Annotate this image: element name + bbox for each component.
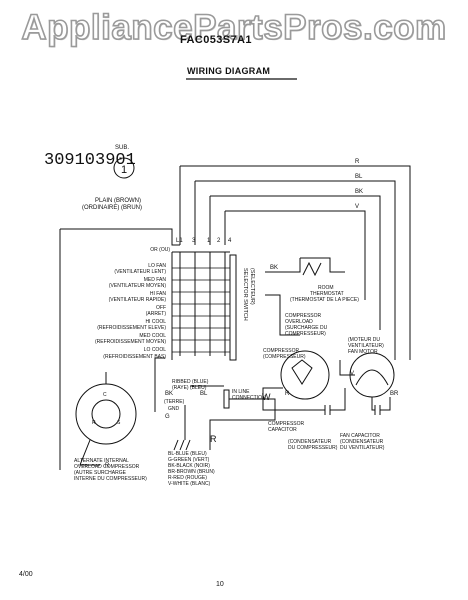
ground-2: GND — [168, 406, 180, 412]
terminal-2: 2 — [217, 238, 221, 244]
pos-lo-cool-fr: (REFROIDISSEMENT BAS) — [103, 354, 166, 360]
comp-term-r: R — [92, 420, 96, 426]
terminal-1: 1 — [207, 238, 211, 244]
overload-2: OVERLOAD — [285, 319, 313, 325]
legend-v: V-WHITE (BLANC) — [168, 481, 211, 487]
wire-label-bk2: BK — [270, 265, 278, 271]
wire-label-bl: BL — [355, 174, 363, 180]
wire-label-r: R — [355, 159, 360, 165]
wire-label-bk3: BK — [165, 391, 173, 397]
inline-1: IN LINE — [232, 389, 250, 395]
wire-label-v2: V — [350, 371, 354, 377]
diagram-title: WIRING DIAGRAM — [187, 66, 271, 76]
comp-cap-4: DU COMPRESSEUR) — [288, 445, 338, 451]
legend-r: R-RED (ROUGE) — [168, 475, 207, 481]
wire-label-v: V — [355, 204, 359, 210]
pos-med-fan-fr: (VENTILATEUR MOYEN) — [109, 283, 166, 289]
ribbed-2: (RAYE) (BLEU) — [172, 385, 207, 391]
pos-hi-cool: HI COOL — [145, 319, 166, 325]
overload-3: (SURCHARGE DU — [285, 325, 328, 331]
comp-term-s: S — [117, 420, 121, 426]
alternate-1: ALTERNATE INTERNAL — [74, 458, 129, 464]
fan-motor-2: VENTILATEUR) — [348, 343, 384, 349]
footer-date: 4/00 — [19, 571, 33, 578]
fan-motor-1: (MOTEUR DU — [348, 337, 380, 343]
model-number: FAC053S7A1 — [180, 34, 252, 46]
pos-lo-cool: LO COOL — [144, 347, 166, 353]
switch-label-1: SELECTOR SWITCH — [242, 268, 248, 321]
legend-bl: BL-BLUE (BLEU) — [168, 451, 207, 457]
pos-or: OR (OU) — [150, 247, 170, 253]
thermostat-1: ROOM — [318, 285, 334, 291]
wire-label-r3: R — [210, 434, 217, 444]
part-number: 309103901 — [44, 151, 136, 170]
pos-med-cool: MED COOL — [139, 333, 166, 339]
pos-hi-fan-fr: (VENTILATEUR RAPIDE) — [109, 297, 167, 303]
wire-label-r4: R — [105, 463, 110, 469]
pos-med-fan: MED FAN — [144, 277, 167, 283]
pos-off-fr: (ARRET) — [146, 311, 167, 317]
plain-line2: (ORDINAIRE) (BRUN) — [82, 205, 142, 211]
legend-g: G-GREEN (VERT) — [168, 457, 210, 463]
wire-label-r2: R — [285, 391, 290, 397]
wire-label-br: BR — [390, 391, 399, 397]
comp-term-c: C — [103, 392, 107, 398]
sub-value: 1 — [121, 164, 127, 176]
fan-cap-2: (CONDENSATEUR — [340, 439, 384, 445]
comp-cap-1: COMPRESSOR — [268, 421, 305, 427]
overload-4: COMPRESSEUR) — [285, 331, 326, 337]
inline-2: CONNECTION — [232, 395, 266, 401]
fan-cap-3: DU VENTILATEUR) — [340, 445, 385, 451]
thermostat-2: THERMOSTAT — [310, 291, 344, 297]
plain-line1: PLAIN (BROWN) — [95, 198, 141, 204]
switch-label-2: (SELECTEUR) — [249, 268, 255, 305]
wire-label-w: W — [262, 392, 271, 402]
terminal-3: 3 — [192, 238, 196, 244]
fan-motor-3: FAN MOTOR — [348, 349, 378, 355]
compressor-2: (COMPRESSEUR) — [263, 354, 306, 360]
pos-off: OFF — [156, 305, 166, 311]
thermostat-3: (THERMOSTAT DE LA PIECE) — [290, 297, 359, 303]
legend-br: BR-BROWN (BRUN) — [168, 469, 215, 475]
pos-hi-cool-fr: (REFROIDISSEMENT ELEVE) — [97, 325, 166, 331]
compressor-1: COMPRESSOR — [263, 348, 300, 354]
pos-hi-fan: HI FAN — [150, 291, 167, 297]
comp-cap-2: CAPACITOR — [268, 427, 297, 433]
ribbed-1: RIBBED (BLUE) — [172, 379, 209, 385]
alternate-3: (AUTRE SURCHARGE — [74, 470, 127, 476]
wire-label-bk: BK — [355, 189, 363, 195]
terminal-l1: L1 — [176, 238, 183, 244]
ground-1: (TERRE) — [164, 399, 185, 405]
fan-cap-1: FAN CAPACITOR — [340, 433, 380, 439]
pos-lo-fan: LO FAN — [148, 263, 166, 269]
alternate-2: OVERLOAD COMPRESSOR — [74, 464, 140, 470]
terminal-4: 4 — [228, 238, 232, 244]
wire-label-bl2: BL — [200, 391, 208, 397]
alternate-4: INTERNE DU COMPRESSEUR) — [74, 476, 147, 482]
overload-1: COMPRESSOR — [285, 313, 322, 319]
page-number: 10 — [216, 581, 224, 588]
pos-med-cool-fr: (REFROIDISSEMENT MOYEN) — [95, 339, 166, 345]
wire-label-g: G — [165, 414, 170, 420]
watermark: AppliancePartsPros.com — [21, 7, 447, 48]
legend-bk: BK-BLACK (NOIR) — [168, 463, 210, 469]
pos-lo-fan-fr: (VENTILATEUR LENT) — [114, 269, 166, 275]
comp-cap-3: (CONDENSATEUR — [288, 439, 332, 445]
sub-label: SUB. — [115, 145, 130, 151]
